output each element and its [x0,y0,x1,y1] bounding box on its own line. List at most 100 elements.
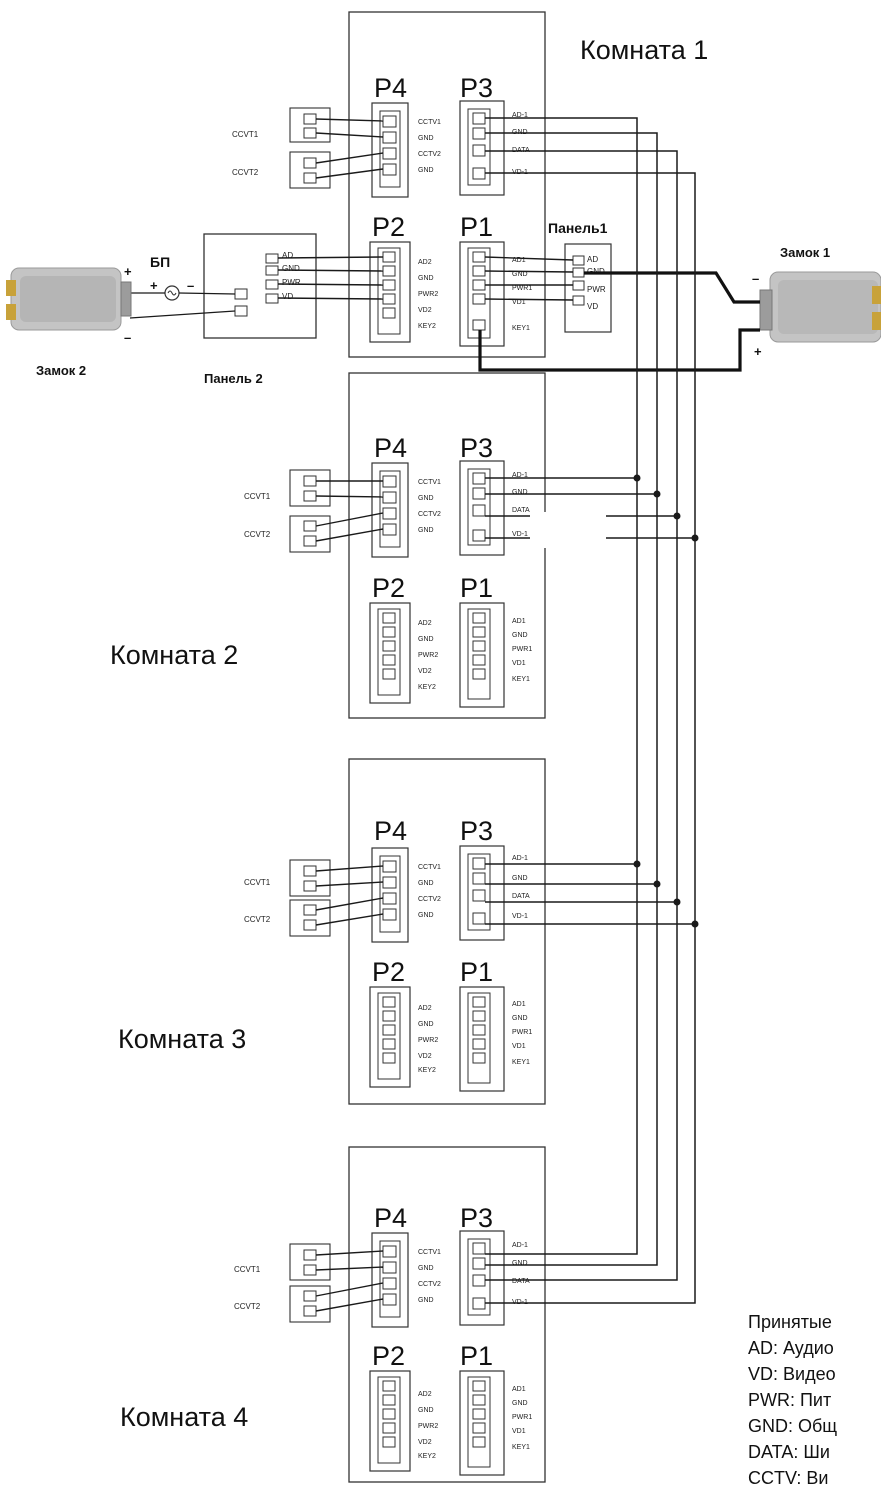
room-2-title: Комната 2 [110,640,238,670]
psu-label: БП [150,254,170,270]
room-2-cctv1-block [289,469,331,507]
room-4-box [348,1146,546,1483]
panel-2-pin-2: GND [282,264,300,273]
legend-item-cctv: CCTV: Ви [748,1468,828,1488]
room-3-p2-pin-5: KEY2 [418,1067,436,1074]
panel-2-wires [277,256,384,300]
room-2-p4-pin-1: CCTV1 [418,479,441,486]
room-1-p2-pin-4: VD2 [418,307,432,314]
white-occlusion [530,512,606,548]
room-1-cctv1-label: CCVT1 [232,130,259,139]
room-3-p1-connector [459,986,505,1092]
room-2-p2-connector [369,602,411,704]
room-3-p3-connector [459,845,505,941]
room-1-cctv2-label: CCVT2 [232,168,259,177]
panel-1-group: Панель1 AD GND PWR VD [484,220,612,333]
room-1-p4-pin-2: GND [418,135,434,142]
legend-item-ad: AD: Аудио [748,1338,834,1358]
panel-1-box [564,243,612,333]
room-4-p4-pin-2: GND [418,1265,434,1272]
room-3-p1-title: P1 [460,957,493,987]
room-3-p2-pin-3: PWR2 [418,1037,438,1044]
bus-gnd-wire [485,132,658,1266]
room-4-cctv2-label: CCVT2 [234,1302,261,1311]
room-1-p4-pin-4: GND [418,167,434,174]
room-4-cctv-wires [315,1250,384,1312]
lock-2-label: Замок 2 [36,363,86,378]
room-3-p3-title: P3 [460,816,493,846]
room-4-cctv2-block [289,1285,331,1323]
lock-2-end [6,280,16,296]
room-4-p4-connector [371,1232,409,1328]
room-1-p1-title: P1 [460,212,493,242]
panel-2-pin-3: PWR [282,278,301,287]
room-3-p4-connector [371,847,409,943]
bus-ad-wire [485,117,638,1255]
room-2-p1-pin-5: KEY1 [512,676,530,683]
room-2-p1-connector [459,602,505,708]
room-1-p2-title: P2 [372,212,405,242]
room-2-p3-pin-3: DATA [512,507,530,514]
panel-1-pin-3: PWR [587,285,606,294]
legend-item-gnd: GND: Общ [748,1416,837,1436]
room-3-title: Комната 3 [118,1024,246,1054]
room-1-p1-pin-4: VD1 [512,299,526,306]
lock-2-plus: + [124,264,132,279]
room-4-p2-title: P2 [372,1341,405,1371]
room-1-title: Комната 1 [580,35,708,65]
room-4-p4-title: P4 [374,1203,407,1233]
room-4-p2-pin-2: GND [418,1407,434,1414]
room-4-p4-pin-3: CCTV2 [418,1281,441,1288]
room-2-p3-pin-4: VD-1 [512,531,528,538]
lock-1-plus: + [754,344,762,359]
room-2-cctv2-block [289,515,331,553]
room-1-cctv1-block [289,107,331,143]
room-1-p1-connector [459,241,505,347]
room-2-p3-pin-1: AD-1 [512,472,528,479]
room-2-p3-connector [459,460,505,556]
room-4-cctv1-block [289,1243,331,1281]
room-2-p1-title: P1 [460,573,493,603]
room-4-p4-pin-4: GND [418,1297,434,1304]
room-4-p1-pin-1: AD1 [512,1386,526,1393]
legend-item-vd: VD: Видео [748,1364,836,1384]
room-1-p2-pin-2: GND [418,275,434,282]
room-4-p3-title: P3 [460,1203,493,1233]
legend: Принятые AD: Аудио VD: Видео PWR: Пит GN… [748,1312,837,1488]
room-4-p1-title: P1 [460,1341,493,1371]
room-3-cctv2-label: CCVT2 [244,915,271,924]
room-3-p3-pin-4: VD-1 [512,913,528,920]
bus-vd-wire [485,172,696,1304]
lock-1-power-wires [478,271,760,372]
room-3-p2-pin-1: AD2 [418,1005,432,1012]
legend-title: Принятые [748,1312,832,1332]
room-1-p4-pin-1: CCTV1 [418,119,441,126]
room-4-p3-pin-2: GND [512,1260,528,1267]
room-2-p3-pin-2: GND [512,489,528,496]
lock-1-group: Замок 1 – + [478,245,881,372]
room-3-p2-connector [369,986,411,1088]
room-4-p2-pin-4: VD2 [418,1439,432,1446]
room-4-p3-connector [459,1230,505,1326]
room-2-p2-pin-1: AD2 [418,620,432,627]
room-2-p3-title: P3 [460,433,493,463]
room-4-p1-pin-2: GND [512,1400,528,1407]
room-3-box [348,758,546,1105]
lock-1-minus: – [752,271,759,286]
room-1-p3-pin-1: AD-1 [512,112,528,119]
room-1-p2-pin-1: AD2 [418,259,432,266]
room-4-p1-pin-4: VD1 [512,1428,526,1435]
room-4-p1-pin-5: KEY1 [512,1444,530,1451]
room-2-p4-title: P4 [374,433,407,463]
room-2-p4-connector [371,462,409,558]
room-3-p3-pin-3: DATA [512,893,530,900]
room-4-p2-connector [369,1370,411,1472]
lock-2-minus: – [124,330,131,345]
room-3-cctv1-block [289,859,331,897]
room-3-p4-pin-3: CCTV2 [418,896,441,903]
room-1-p3-title: P3 [460,73,493,103]
panel-1-pin-4: VD [587,302,598,311]
room-4-p1-pin-3: PWR1 [512,1414,532,1421]
bus-data-wire [485,150,678,1281]
